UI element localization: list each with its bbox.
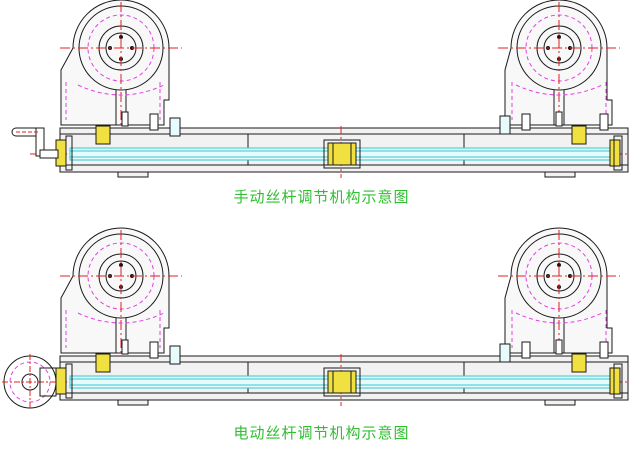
diagram-manual [11, 0, 631, 179]
electric-motor [1, 353, 59, 411]
caption-electric: 电动丝杆调节机构示意图 [233, 424, 410, 442]
caption-manual: 手动丝杆调节机构示意图 [233, 188, 410, 206]
diagram-electric [1, 227, 631, 411]
